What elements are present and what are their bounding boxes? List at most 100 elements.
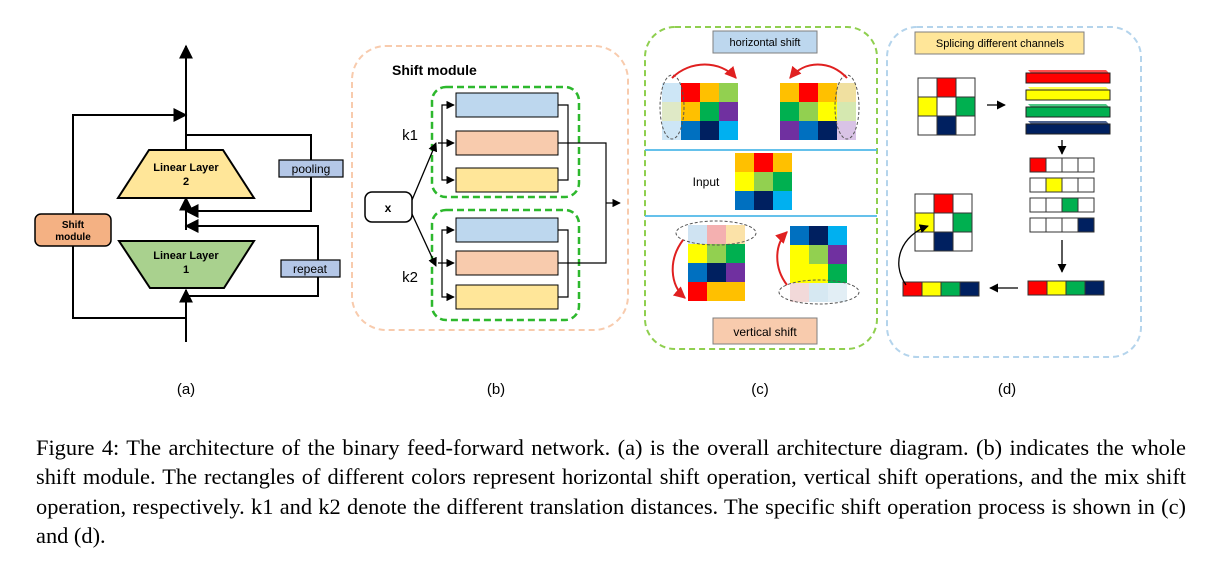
k2-vertical-box	[455, 250, 559, 276]
spliced-cell	[1061, 177, 1079, 193]
horizontal-shift-left-cell	[700, 83, 719, 102]
k2-group	[430, 208, 581, 322]
input-grid-cell	[773, 172, 792, 191]
result-grid-cell	[933, 193, 954, 214]
vertical-shift-down-cell	[809, 226, 828, 245]
shift-module-label-2: module	[55, 232, 91, 243]
channel-bar	[1025, 72, 1111, 84]
spliced-cell	[1045, 157, 1063, 173]
vertical-shift-up-cell	[688, 225, 707, 244]
channel-grid-cell	[936, 115, 957, 136]
input-grid-cell	[735, 191, 754, 210]
input-grid-cell	[754, 172, 773, 191]
vertical-shift-down-cell	[809, 245, 828, 264]
vertical-shift-label: vertical shift	[733, 325, 797, 339]
k1-mix-box	[455, 167, 559, 193]
spliced-cell	[1061, 157, 1079, 173]
spliced-cell	[1045, 217, 1063, 233]
result-grid-cell	[933, 212, 954, 233]
panel-a: Linear Layer 2 Linear Layer 1 Shift modu…	[34, 44, 344, 398]
channel-grid-cell	[917, 77, 938, 98]
result-grid-cell	[952, 212, 973, 233]
vertical-shift-up-cell	[707, 225, 726, 244]
vertical-shift-down-cell	[790, 226, 809, 245]
k2-mix-box	[455, 284, 559, 310]
input-grid-cell	[754, 191, 773, 210]
spliced-cell	[1077, 157, 1095, 173]
splicing-frame	[886, 26, 1142, 358]
x-label: x	[385, 201, 392, 215]
horizontal-shift-right-cell	[799, 102, 818, 121]
k1-vertical-box	[455, 130, 559, 156]
pooling-label: pooling	[292, 162, 331, 176]
spliced-row-cell	[1046, 280, 1067, 296]
linear-layer-2	[116, 149, 256, 199]
shift-module-label: Shift	[62, 220, 85, 231]
linear-layer-1-label-2: 1	[183, 264, 189, 276]
horizontal-shift-right-cell	[780, 121, 799, 140]
input-label: Input	[693, 175, 720, 189]
result-grid-cell	[914, 212, 935, 233]
horizontal-shift-left-cell	[662, 102, 681, 121]
channel-grid-cell	[955, 96, 976, 117]
horizontal-shift-right-cell	[837, 83, 856, 102]
horizontal-shift-left-cell	[700, 102, 719, 121]
vertical-shift-down-cell	[828, 245, 847, 264]
vertical-shift-down-cell	[790, 264, 809, 283]
spliced-cell	[1029, 157, 1047, 173]
splicing-box	[914, 31, 1085, 55]
linear-layer-1	[117, 240, 256, 289]
result-grid-cell	[914, 231, 935, 252]
horizontal-shift-label: horizontal shift	[730, 37, 801, 49]
vertical-shift-up-cell	[726, 282, 745, 301]
vertical-shift-down-cell	[828, 264, 847, 283]
input-grid-cell	[754, 153, 773, 172]
result-grid-cell	[952, 231, 973, 252]
horizontal-shift-box	[712, 30, 818, 54]
channel-grid-cell	[955, 115, 976, 136]
horizontal-shift-right-cell	[799, 83, 818, 102]
channel-bar	[1025, 89, 1111, 101]
shift-operation-frame	[644, 26, 878, 350]
input-grid-cell	[773, 153, 792, 172]
input-grid-cell	[735, 153, 754, 172]
vertical-shift-down-cell	[790, 283, 809, 302]
k1-label: k1	[402, 127, 418, 144]
linear-layer-1-label: Linear Layer	[153, 250, 219, 262]
shift-module-box	[34, 213, 112, 247]
result-grid-cell	[914, 193, 935, 214]
vertical-shift-up-cell	[707, 282, 726, 301]
vertical-shift-up-cell	[726, 263, 745, 282]
horizontal-shift-left-cell	[700, 121, 719, 140]
channel-grid-cell	[917, 115, 938, 136]
channel-grid-cell	[936, 77, 957, 98]
horizontal-shift-left-cell	[719, 83, 738, 102]
vertical-shift-up-cell	[726, 225, 745, 244]
vertical-shift-down-cell	[809, 283, 828, 302]
vertical-shift-down-cell	[828, 283, 847, 302]
result-grid-cell	[933, 231, 954, 252]
shift-module-title: Shift module	[392, 62, 477, 78]
channel-bar	[1025, 106, 1111, 118]
k2-label: k2	[402, 269, 418, 286]
spliced-row-copy-cell	[921, 281, 942, 297]
vertical-shift-up-cell	[688, 282, 707, 301]
spliced-cell	[1045, 177, 1063, 193]
horizontal-shift-left-cell	[681, 83, 700, 102]
panel-b-label: (b)	[487, 381, 505, 398]
spliced-row-cell	[1027, 280, 1048, 296]
horizontal-shift-left-cell	[719, 121, 738, 140]
vertical-shift-up-cell	[707, 263, 726, 282]
spliced-row-cell	[1084, 280, 1105, 296]
repeat-box	[280, 259, 341, 278]
horizontal-shift-right-cell	[818, 102, 837, 121]
spliced-row-cell	[1065, 280, 1086, 296]
linear-layer-2-label: Linear Layer	[153, 162, 219, 174]
vertical-shift-box	[712, 317, 818, 345]
panel-a-label: (a)	[177, 381, 195, 398]
channel-bar	[1025, 123, 1111, 135]
panel-b: Shift module x k1 k2	[351, 45, 629, 398]
vertical-shift-down-cell	[809, 264, 828, 283]
channel-grid-cell	[917, 96, 938, 117]
k1-group	[430, 85, 581, 199]
